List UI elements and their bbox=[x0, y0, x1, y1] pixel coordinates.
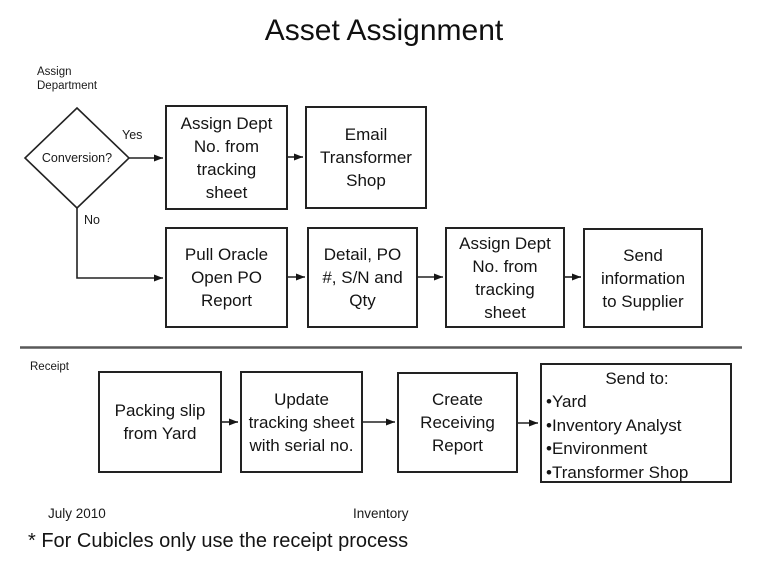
flow-box-send-to: Send to: •Yard•Inventory Analyst•Environ… bbox=[540, 363, 732, 483]
branch-label-yes: Yes bbox=[122, 128, 143, 142]
footer-center-label: Inventory bbox=[353, 506, 409, 521]
send-to-heading: Send to: bbox=[605, 369, 669, 388]
arrow-no-branch bbox=[76, 208, 163, 282]
send-to-bullet-list: •Yard•Inventory Analyst•Environment•Tran… bbox=[546, 392, 689, 482]
footer-note: * For Cubicles only use the receipt proc… bbox=[28, 530, 409, 552]
branch-label-no: No bbox=[84, 213, 100, 227]
decision-conversion-label: Conversion? bbox=[41, 151, 113, 165]
page-title: Asset Assignment bbox=[264, 14, 504, 47]
footer-date: July 2010 bbox=[48, 506, 106, 521]
section-label-receipt: Receipt bbox=[30, 361, 69, 373]
